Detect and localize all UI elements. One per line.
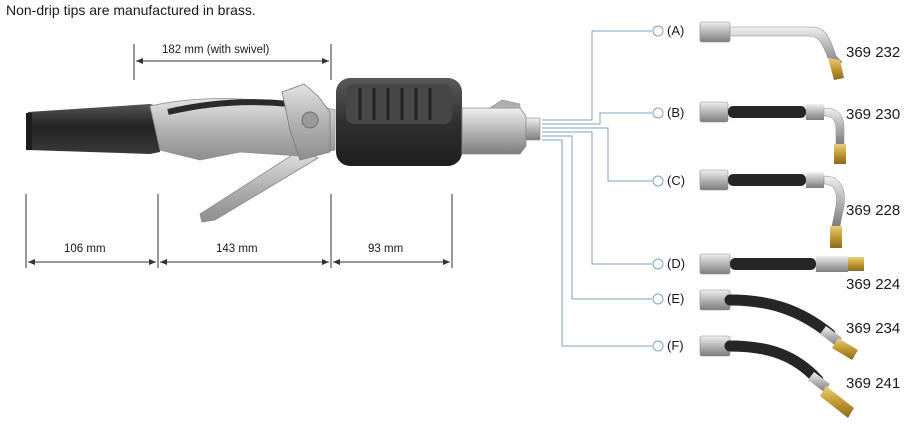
trigger-lever [199, 149, 319, 223]
dimension-handle-length: 143 mm [216, 243, 258, 255]
part-code-a: 369 232 [846, 44, 901, 61]
tip-d-straight [699, 253, 864, 275]
rear-grip [28, 104, 160, 154]
dimension-meter-length: 93 mm [368, 243, 404, 255]
valve-screw [301, 111, 319, 129]
grip-end-cap [26, 113, 32, 150]
part-code-c: 369 228 [846, 202, 901, 219]
option-label-f: (F) [667, 338, 684, 353]
part-code-f: 369 241 [846, 375, 901, 392]
tip-c-hose-bent [699, 169, 845, 248]
option-label-a: (A) [667, 23, 685, 38]
handle-grip-insert [167, 99, 291, 115]
option-label-d: (D) [667, 256, 686, 271]
dimension-lines [25, 44, 453, 268]
meter-ribs [358, 88, 432, 120]
option-label-b: (B) [667, 105, 685, 120]
part-code-b: 369 230 [846, 106, 901, 123]
part-code-d: 369 224 [846, 276, 901, 293]
meter-window [346, 84, 452, 124]
dimension-rear-length: 106 mm [64, 243, 106, 255]
tip-a-rigid-bent [699, 21, 844, 80]
oil-meter-nozzle [26, 78, 541, 223]
part-code-e: 369 234 [846, 320, 901, 337]
page-heading: Non-drip tips are manufactured in brass. [6, 2, 256, 18]
callout-lines [542, 25, 664, 352]
outlet-nut [461, 107, 527, 155]
option-label-e: (E) [667, 291, 685, 306]
dimension-swivel-length: 182 mm (with swivel) [162, 44, 270, 56]
outlet-thread [525, 117, 541, 141]
option-label-c: (C) [667, 173, 686, 188]
tip-f-flexible [699, 335, 854, 418]
tip-e-flexible [699, 289, 858, 360]
tip-b-hose-bent [699, 101, 846, 164]
